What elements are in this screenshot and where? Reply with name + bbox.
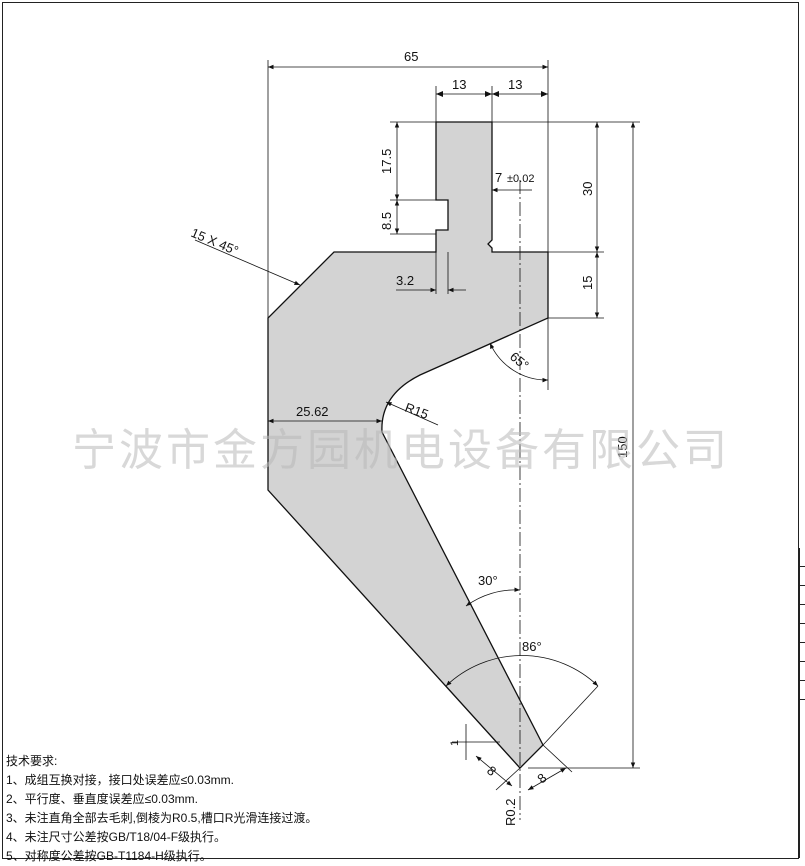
dim-8-5-label: 8.5 (379, 212, 394, 230)
company-watermark: 宁波市金方园机电设备有限公司 (72, 425, 730, 476)
dim-65: 65 (267, 49, 549, 318)
dim-15-label: 15 (580, 276, 595, 290)
dim-13-left-label: 13 (452, 77, 466, 92)
dim-3-2-label: 3.2 (396, 273, 414, 288)
dim-tip-1-label: 1 (449, 740, 461, 746)
sheet-border (2, 2, 799, 859)
dim-65-label: 65 (404, 49, 418, 64)
dim-25-62-label: 25.62 (296, 404, 329, 419)
dim-7: 7 ±0.02 (492, 170, 534, 193)
title-block-edge (799, 548, 805, 858)
technical-requirements: 技术要求: 1、成组互换对接，接口处误差应≤0.03mm. 2、平行度、垂直度误… (6, 752, 317, 866)
dim-angle-30: 30° (465, 573, 521, 607)
dim-3-2: 3.2 (396, 252, 466, 294)
note-item: 1、成组互换对接，接口处误差应≤0.03mm. (6, 773, 234, 787)
dim-150-label: 150 (615, 436, 630, 458)
dim-angle-86-label: 86° (522, 639, 542, 654)
dim-7-label: 7 (495, 170, 502, 185)
dim-13-13: 13 13 (435, 77, 548, 122)
dim-17-5-label: 17.5 (379, 149, 394, 174)
note-item: 3、未注直角全部去毛刺,倒棱为R0.5,槽口R光滑连接过渡。 (6, 811, 318, 825)
dim-tip-radius-label: R0.2 (503, 799, 518, 826)
dim-tip-right-label: 8 (534, 770, 549, 786)
dim-25-62: 25.62 (268, 404, 382, 424)
dim-13-right-label: 13 (508, 77, 522, 92)
dim-angle-65-label: 65° (507, 349, 532, 373)
dim-17-5-8-5: 17.5 8.5 (379, 121, 436, 235)
dim-angle-30-label: 30° (478, 573, 498, 588)
note-item: 4、未注尺寸公差按GB/T18/04-F级执行。 (6, 830, 227, 844)
dim-30-label: 30 (580, 182, 595, 196)
dim-30-15: 30 15 (492, 121, 604, 319)
dim-angle-86: 86° (445, 639, 599, 769)
note-item: 2、平行度、垂直度误差应≤0.03mm. (6, 792, 198, 806)
dim-tip-left-label: 8 (484, 763, 499, 779)
dim-7-tolerance: ±0.02 (507, 173, 534, 185)
note-item: 5、对称度公差按GB-T1184-H级执行。 (6, 849, 212, 863)
dim-chamfer-label: 15 X 45° (189, 225, 241, 258)
notes-title: 技术要求: (6, 754, 58, 768)
dim-chamfer: 15 X 45° (189, 225, 301, 286)
